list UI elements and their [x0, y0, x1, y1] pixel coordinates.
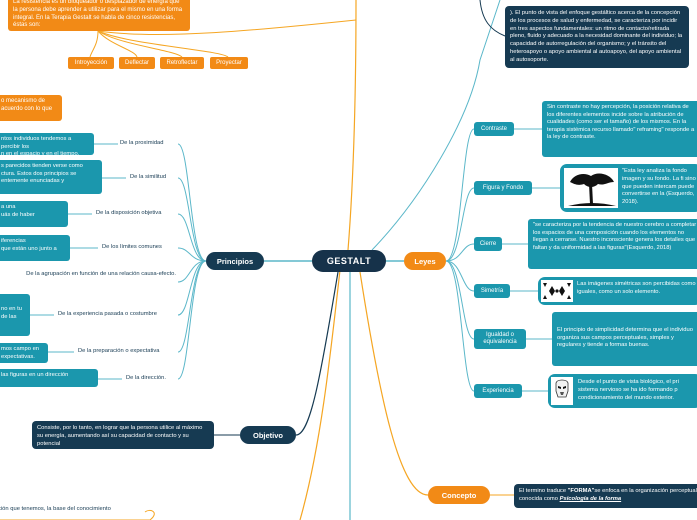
- concepto-node[interactable]: Concepto: [428, 486, 490, 504]
- principio-experiencia-text[interactable]: no en tu de las: [0, 294, 30, 336]
- ley-cierre-text[interactable]: "se caracteriza por la tendencia de nues…: [528, 219, 697, 269]
- ley-simetria-text: Las imágenes simétricas son percibidas c…: [577, 281, 696, 295]
- teal-upper-right: [371, 0, 501, 251]
- ley-simetria-box[interactable]: Las imágenes simétricas son percibidas c…: [538, 277, 697, 305]
- ley-figura-fondo-text: "Esta ley analiza la fondo imagen y su f…: [622, 168, 696, 206]
- psicologia-forma-link[interactable]: Psicología de la forma: [559, 495, 622, 502]
- ley-experiencia-box[interactable]: Desde el punto de vista biológico, el pr…: [548, 374, 697, 408]
- concepto-text[interactable]: El termino traduce "FORMA"se enfoca en l…: [514, 484, 697, 508]
- resistencia-retroflectar[interactable]: Retroflectar: [160, 57, 204, 69]
- ley-figura-fondo[interactable]: Figura y Fondo: [474, 181, 532, 195]
- orange-trunk: [347, 0, 357, 251]
- ley-experiencia-text: Desde el punto de vista biológico, el pr…: [578, 379, 679, 401]
- resistencia-proyectar[interactable]: Proyectar: [210, 57, 248, 69]
- resistencia-description[interactable]: La resistencia es un bloqueador o despla…: [8, 0, 190, 31]
- tree-silhouette-image: [564, 168, 618, 208]
- symmetry-pattern-image: [541, 280, 573, 302]
- principio-direccion-label[interactable]: De la dirección.: [126, 375, 166, 381]
- central-node[interactable]: GESTALT: [312, 250, 386, 272]
- principio-similitud-text[interactable]: s parecidos tienden verse como ctura. Es…: [0, 160, 102, 194]
- bottom-left-text[interactable]: ción que tenemos, la base del conocimien…: [0, 506, 111, 512]
- principio-limites-text[interactable]: iferencias que están uno junto a: [0, 235, 70, 261]
- concepto-text-a: El termino traduce: [519, 488, 568, 494]
- principios-node[interactable]: Principios: [206, 252, 264, 270]
- ley-experiencia[interactable]: Experiencia: [474, 384, 522, 398]
- stormtrooper-image: [551, 377, 573, 405]
- principio-experiencia-label[interactable]: De la experiencia pasada o costumbre: [58, 311, 157, 317]
- objetivo-text[interactable]: Consiste, por lo tanto, en lograr que la…: [32, 421, 214, 449]
- ley-igualdad[interactable]: Igualdad o equivalencia: [474, 329, 526, 349]
- principio-direccion-text[interactable]: las figuras en un dirección: [0, 369, 98, 387]
- left-fragment-orange[interactable]: o mecanismo de acuerdo con lo que: [0, 95, 62, 121]
- principio-agrupacion-label[interactable]: De la agrupación en función de una relac…: [16, 271, 176, 279]
- orange-lower-trunk: [299, 269, 341, 520]
- principio-disposicion-text[interactable]: a una uás de haber: [0, 201, 68, 227]
- ley-simetria[interactable]: Simetría: [474, 284, 510, 298]
- ley-contraste-text[interactable]: Sin contraste no hay percepción, la posi…: [542, 101, 697, 157]
- ley-cierre[interactable]: Cierre: [474, 237, 502, 251]
- principio-proximidad-label[interactable]: De la proximidad: [120, 140, 164, 146]
- resistencia-introyeccion[interactable]: Introyección: [68, 57, 114, 69]
- principio-similitud-label[interactable]: De la similitud: [130, 174, 167, 180]
- leyes-node[interactable]: Leyes: [404, 252, 446, 270]
- principio-disposicion-label[interactable]: De la disposición objetiva: [96, 210, 162, 216]
- principio-limites-label[interactable]: De los límites comunes: [102, 244, 162, 250]
- concepto-text-b: se enfoca en la organización perceptual …: [519, 488, 697, 502]
- ley-figura-fondo-box[interactable]: "Esta ley analiza la fondo imagen y su f…: [560, 164, 697, 212]
- ley-igualdad-text[interactable]: El principio de simplicidad determina qu…: [552, 312, 697, 366]
- ley-contraste[interactable]: Contraste: [474, 122, 514, 136]
- salud-enfermedad-text[interactable]: ). El punto de vista del enfoque gestált…: [505, 6, 689, 68]
- principio-proximidad-text[interactable]: ntos individuos tendemos a percibir los …: [0, 133, 94, 157]
- concepto-forma: "FORMA": [567, 488, 595, 494]
- principio-preparacion-text[interactable]: mos campo en expectativas.: [0, 343, 48, 363]
- principio-preparacion-label[interactable]: De la preparación o expectativa: [78, 348, 160, 354]
- objetivo-node[interactable]: Objetivo: [240, 426, 296, 444]
- resistencia-deflectar[interactable]: Deflectar: [119, 57, 155, 69]
